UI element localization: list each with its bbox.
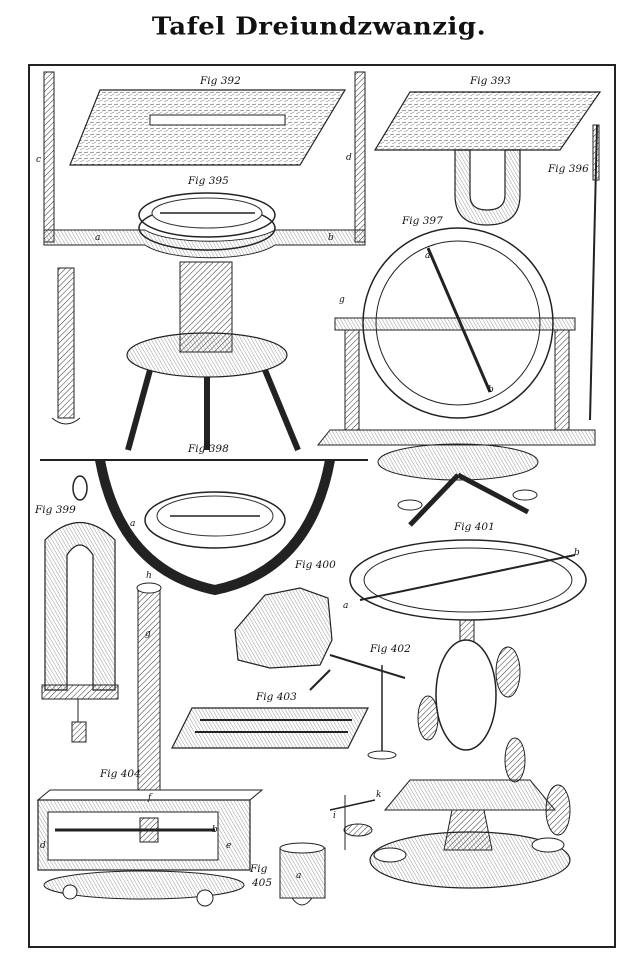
fig-397-dip-circle [316,227,596,527]
fig-393-horseshoe-plate [373,91,602,226]
fig-404-torsion-balance [36,582,264,907]
letter-f-fig404: f [147,793,153,803]
letter-i: i [333,811,336,821]
letter-b-fig404: b [212,825,218,835]
fig-small-parts [329,795,376,850]
letter-k: k [376,790,381,800]
plate-title: Tafel Dreiundzwanzig. [151,12,487,42]
fig-398-suspended-compass [40,459,368,596]
label-fig-405-prefix: Fig [249,863,268,875]
letter-e-fig404: e [226,841,231,851]
label-fig-398: Fig 398 [187,443,229,455]
letter-a-fig405: a [296,871,301,881]
letter-a-fig395: a [95,233,100,243]
fig-403-magnet-case [171,707,369,749]
label-fig-402: Fig 402 [369,643,411,655]
label-fig-403: Fig 403 [255,691,297,703]
fig-400-lodestone [234,587,333,669]
label-fig-395: Fig 395 [187,175,229,187]
letter-g-fig397: g [339,295,345,305]
label-fig-404: Fig 404 [99,768,141,780]
letter-d-fig404: d [40,841,46,851]
label-fig-397: Fig 397 [401,215,443,227]
label-fig-392: Fig 392 [199,75,241,87]
label-fig-401: Fig 401 [453,521,495,533]
label-fig-393: Fig 393 [469,75,511,87]
letter-a-fig401: a [343,601,348,611]
plate-frame [28,64,616,948]
letter-c: c [36,155,41,165]
letter-d: d [346,153,352,163]
letter-b-fig395: b [328,233,334,243]
fig-399-horseshoe-weight [41,475,119,743]
label-fig-405-number: 405 [251,877,272,889]
fig-402-needle-stand [309,654,406,760]
letter-g-fig404: g [145,629,151,639]
letter-h-fig404: h [146,571,152,581]
label-fig-396: Fig 396 [547,163,589,175]
fig-401-declination-instrument [349,539,587,889]
fig-405-magnet-box [279,842,326,906]
letter-a-fig398: a [130,519,135,529]
fig-396-needle [589,124,600,421]
label-fig-400: Fig 400 [294,559,336,571]
letter-a-fig397: a [425,251,430,261]
fig-395-compass-tripod [43,192,366,452]
label-fig-399: Fig 399 [34,504,76,516]
fig-magnet-bar-small [51,267,81,425]
letter-b-fig397: b [488,385,494,395]
letter-b-fig401: b [574,548,580,558]
